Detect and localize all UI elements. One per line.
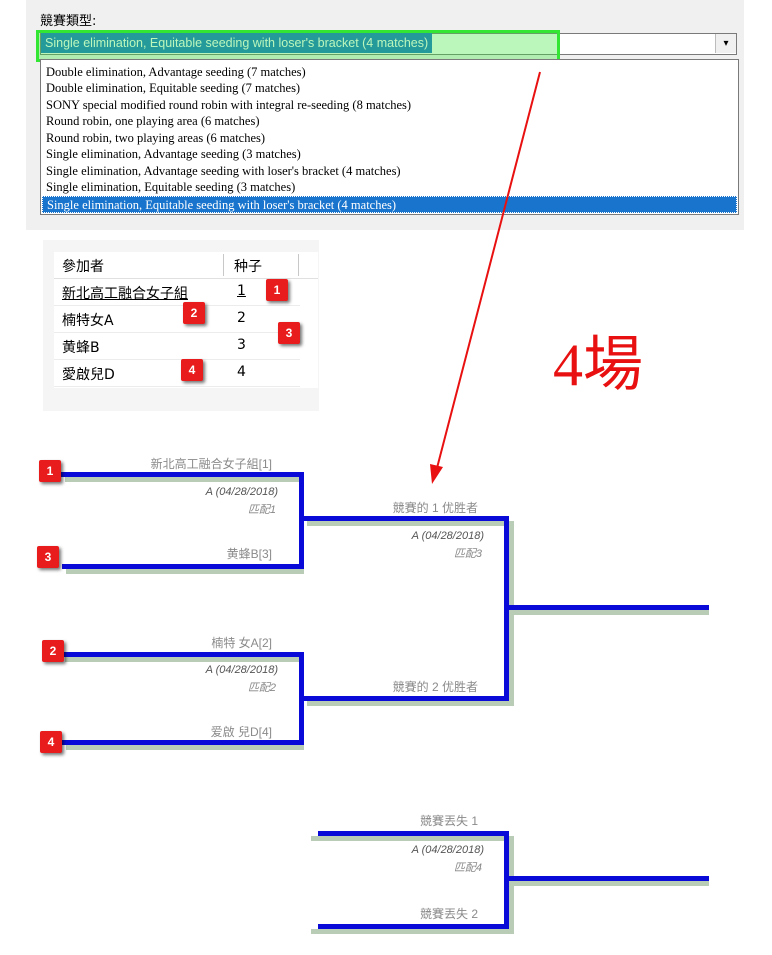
match3-label: 匹配3 — [453, 548, 482, 560]
bracket-shadow — [513, 610, 709, 615]
match4-info: A (04/28/2018) — [411, 844, 484, 856]
seed-marker: 4 — [40, 731, 62, 753]
seed-marker: 3 — [37, 546, 59, 568]
bracket-shadow — [509, 836, 514, 934]
bracket-shadow — [65, 657, 304, 662]
bracket-line — [509, 605, 709, 610]
column-header-participant[interactable]: 參加者 — [62, 259, 104, 275]
bracket-shadow — [65, 477, 304, 482]
match1-top-team: 新北高工融合女子組[1] — [150, 457, 272, 471]
competition-type-label: 競賽類型: — [40, 14, 97, 29]
option-round-robin-one-area[interactable]: Round robin, one playing area (6 matches… — [46, 114, 260, 128]
match2-top-team: 楠特 女A[2] — [211, 636, 272, 650]
seed-marker: 2 — [42, 640, 64, 662]
bracket-line — [318, 924, 509, 929]
match-count-annotation: 4場 — [553, 332, 643, 398]
bracket-line — [304, 516, 509, 521]
bracket-shadow — [307, 701, 514, 706]
option-double-elim-equitable[interactable]: Double elimination, Equitable seeding (7… — [46, 81, 301, 95]
option-round-robin-two-areas[interactable]: Round robin, two playing areas (6 matche… — [46, 131, 266, 145]
bracket-line — [299, 652, 304, 745]
chevron-down-icon[interactable]: ▾ — [715, 34, 736, 53]
participant-seed[interactable]: 3 — [237, 337, 246, 353]
seed-marker: 4 — [181, 359, 203, 381]
seed-marker: 2 — [183, 302, 205, 324]
match1-bottom-team: 黄蜂B[3] — [226, 547, 272, 561]
bracket-line — [509, 876, 709, 881]
match3-top-team: 競賽的 1 优胜者 — [392, 501, 478, 515]
match2-bottom-team: 爱啟 兒D[4] — [210, 725, 272, 739]
participant-name[interactable]: 黄蜂B — [62, 340, 100, 356]
seed-marker: 3 — [278, 322, 300, 344]
match1-label: 匹配1 — [247, 504, 276, 516]
option-double-elim-advantage[interactable]: Double elimination, Advantage seeding (7… — [46, 65, 306, 79]
row-divider — [54, 305, 300, 306]
competition-type-selected-value[interactable]: Single elimination, Equitable seeding wi… — [41, 33, 433, 53]
competition-type-options-list[interactable] — [40, 59, 739, 215]
match4-top-team: 競賽丟失 1 — [419, 814, 478, 828]
column-header-seed[interactable]: 种子 — [234, 259, 262, 275]
bracket-shadow — [509, 521, 514, 706]
bracket-line — [62, 564, 304, 569]
bracket-line — [62, 740, 304, 745]
participant-seed[interactable]: 4 — [237, 364, 246, 380]
match1-info: A (04/28/2018) — [205, 486, 278, 498]
bracket-shadow — [311, 929, 514, 934]
match3-bottom-team: 競賽的 2 优胜者 — [392, 680, 478, 694]
bracket-shadow — [66, 745, 304, 750]
participant-seed[interactable]: 1 — [237, 283, 246, 299]
bracket-shadow — [513, 881, 709, 886]
bracket-line — [504, 831, 509, 929]
match2-label: 匹配2 — [247, 682, 276, 694]
row-divider — [54, 386, 300, 387]
option-sony-round-robin[interactable]: SONY special modified round robin with i… — [46, 98, 412, 112]
participant-name[interactable]: 愛啟兒D — [62, 367, 115, 383]
header-divider — [54, 278, 318, 279]
option-single-elim-advantage[interactable]: Single elimination, Advantage seeding (3… — [46, 147, 301, 161]
match4-label: 匹配4 — [453, 862, 482, 874]
match4-bottom-team: 競賽丟失 2 — [419, 907, 478, 921]
row-divider — [54, 359, 300, 360]
participant-seed[interactable]: 2 — [237, 310, 246, 326]
seed-marker: 1 — [266, 279, 288, 301]
option-single-elim-advantage-losers[interactable]: Single elimination, Advantage seeding wi… — [46, 164, 401, 178]
bracket-line — [299, 472, 304, 569]
option-single-elim-equitable[interactable]: Single elimination, Equitable seeding (3… — [46, 180, 296, 194]
bracket-line — [60, 652, 304, 657]
option-single-elim-equitable-losers[interactable]: Single elimination, Equitable seeding wi… — [42, 196, 737, 213]
bracket-line — [318, 831, 509, 836]
seed-marker: 1 — [39, 460, 61, 482]
row-divider — [54, 332, 300, 333]
column-separator[interactable] — [223, 254, 224, 276]
match2-info: A (04/28/2018) — [205, 664, 278, 676]
bracket-shadow — [66, 569, 304, 574]
bracket-line — [504, 516, 509, 701]
participant-name[interactable]: 楠特女A — [62, 313, 114, 329]
bracket-shadow — [307, 521, 514, 526]
bracket-line — [60, 472, 304, 477]
bracket-line — [304, 696, 509, 701]
bracket-shadow — [311, 836, 514, 841]
column-separator[interactable] — [298, 254, 299, 276]
match3-info: A (04/28/2018) — [411, 530, 484, 542]
participant-name[interactable]: 新北高工融合女子組 — [62, 286, 188, 302]
